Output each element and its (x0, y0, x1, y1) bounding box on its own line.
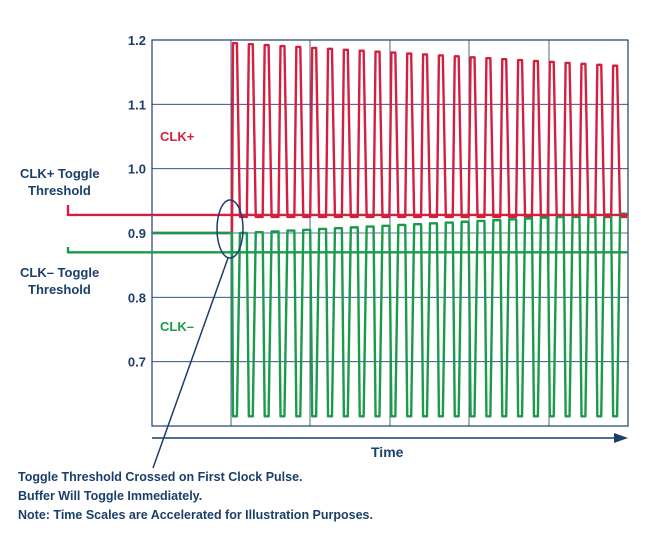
threshold-label-minus-line1: CLK– Toggle (20, 265, 99, 280)
series-label-clk-plus: CLK+ (160, 129, 195, 144)
threshold-line-clk-plus (66, 205, 628, 217)
first-pulse-ellipse (216, 199, 244, 259)
x-axis-label: Time (371, 444, 404, 460)
x-axis-arrowhead (614, 433, 628, 443)
y-tick-label: 0.9 (128, 226, 146, 241)
threshold-label-plus-line1: CLK+ Toggle (20, 166, 100, 181)
series-label-clk-minus: CLK– (160, 319, 194, 334)
y-tick-label: 0.7 (128, 355, 146, 370)
annotation-pointer (152, 257, 229, 469)
threshold-label-minus-line2: Threshold (28, 282, 91, 297)
threshold-label-plus-line2: Threshold (28, 183, 91, 198)
note-line-3: Note: Time Scales are Accelerated for Il… (18, 508, 373, 522)
y-tick-label: 1.0 (128, 162, 146, 177)
note-line-2: Buffer Will Toggle Immediately. (18, 489, 203, 503)
y-tick-label: 1.2 (128, 33, 146, 48)
y-tick-label: 0.8 (128, 290, 146, 305)
traces (152, 42, 627, 418)
y-tick-labels: 1.2 1.1 1.0 0.9 0.8 0.7 (128, 33, 146, 370)
threshold-lines (66, 205, 628, 254)
y-tick-label: 1.1 (128, 97, 146, 112)
threshold-line-clk-minus (66, 247, 628, 254)
trace-clk-minus (152, 212, 627, 418)
note-line-1: Toggle Threshold Crossed on First Clock … (18, 470, 303, 484)
